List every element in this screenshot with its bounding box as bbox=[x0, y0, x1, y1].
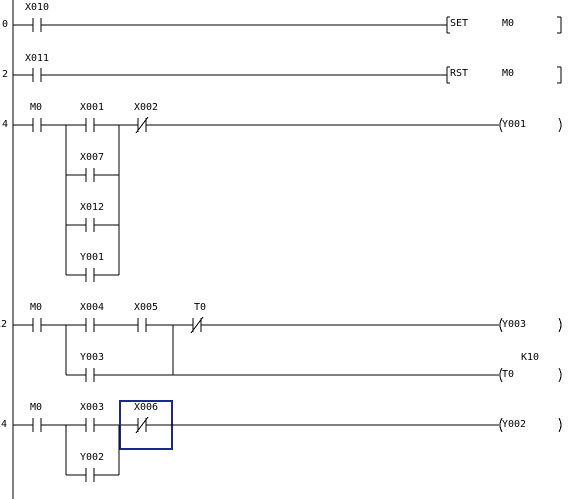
contact-no[interactable]: X007 bbox=[66, 152, 119, 182]
instruction-operand: M0 bbox=[502, 68, 514, 79]
coil[interactable]: Y001 bbox=[499, 117, 562, 133]
coil-label: Y001 bbox=[502, 119, 526, 130]
contact-label: X012 bbox=[80, 202, 104, 213]
rung-12[interactable]: 12 M0 X004 X005 T0 Y003 bbox=[0, 302, 562, 383]
instruction-op: SET bbox=[450, 18, 468, 29]
contact-label: Y001 bbox=[80, 252, 104, 263]
contact-no[interactable]: X003 bbox=[80, 402, 104, 432]
rung-2[interactable]: 2 X011 RST M0 bbox=[2, 53, 562, 84]
coil-label: Y002 bbox=[502, 419, 526, 430]
rung-0[interactable]: 0 X010 SET M0 bbox=[2, 2, 562, 34]
contact-no[interactable]: X011 bbox=[25, 53, 49, 82]
coil[interactable]: Y003 bbox=[499, 317, 562, 333]
contact-label: T0 bbox=[194, 302, 206, 313]
contact-label: M0 bbox=[30, 402, 42, 413]
contact-no[interactable]: X004 bbox=[80, 302, 104, 332]
coil-label: Y003 bbox=[502, 319, 526, 330]
contact-no[interactable]: Y002 bbox=[66, 452, 119, 482]
contact-no[interactable]: M0 bbox=[30, 402, 42, 432]
coil[interactable]: Y002 bbox=[499, 417, 562, 433]
contact-no[interactable]: X012 bbox=[66, 202, 119, 232]
step-number: 12 bbox=[0, 319, 7, 330]
contact-label: X003 bbox=[80, 402, 104, 413]
contact-label: X002 bbox=[134, 102, 158, 113]
contact-no[interactable]: X005 bbox=[134, 302, 158, 332]
contact-nc[interactable]: X002 bbox=[134, 102, 158, 134]
contact-label: M0 bbox=[30, 102, 42, 113]
contact-label: X001 bbox=[80, 102, 104, 113]
timer-coil[interactable]: K10 T0 bbox=[499, 352, 562, 383]
contact-label: Y002 bbox=[80, 452, 104, 463]
contact-label: X004 bbox=[80, 302, 104, 313]
contact-label: X010 bbox=[25, 2, 49, 13]
contact-label: M0 bbox=[30, 302, 42, 313]
step-number: 2 bbox=[2, 69, 8, 80]
coil-label: T0 bbox=[502, 369, 514, 380]
contact-label: X006 bbox=[134, 402, 158, 413]
instruction-set[interactable]: SET M0 bbox=[446, 16, 562, 34]
contact-no[interactable]: Y003 bbox=[66, 352, 173, 382]
step-number: 24 bbox=[0, 419, 7, 430]
contact-no[interactable]: X001 bbox=[80, 102, 104, 132]
contact-label: X007 bbox=[80, 152, 104, 163]
step-number: 0 bbox=[2, 19, 8, 30]
contact-no[interactable]: X010 bbox=[25, 2, 49, 32]
contact-nc[interactable]: X006 bbox=[134, 402, 158, 434]
step-number: 4 bbox=[2, 119, 8, 130]
contact-label: Y003 bbox=[80, 352, 104, 363]
timer-constant: K10 bbox=[521, 352, 539, 363]
instruction-operand: M0 bbox=[502, 18, 514, 29]
rung-4[interactable]: 4 M0 X001 X002 X007 X012 bbox=[2, 102, 562, 282]
contact-label: X011 bbox=[25, 53, 49, 64]
rung-24[interactable]: 24 M0 X003 X006 Y002 Y002 bbox=[0, 400, 562, 482]
contact-no[interactable]: M0 bbox=[30, 302, 42, 332]
instruction-rst[interactable]: RST M0 bbox=[446, 66, 562, 84]
instruction-op: RST bbox=[450, 68, 468, 79]
contact-no[interactable]: M0 bbox=[30, 102, 42, 132]
contact-label: X005 bbox=[134, 302, 158, 313]
contact-no[interactable]: Y001 bbox=[66, 252, 119, 282]
contact-nc[interactable]: T0 bbox=[190, 302, 206, 334]
